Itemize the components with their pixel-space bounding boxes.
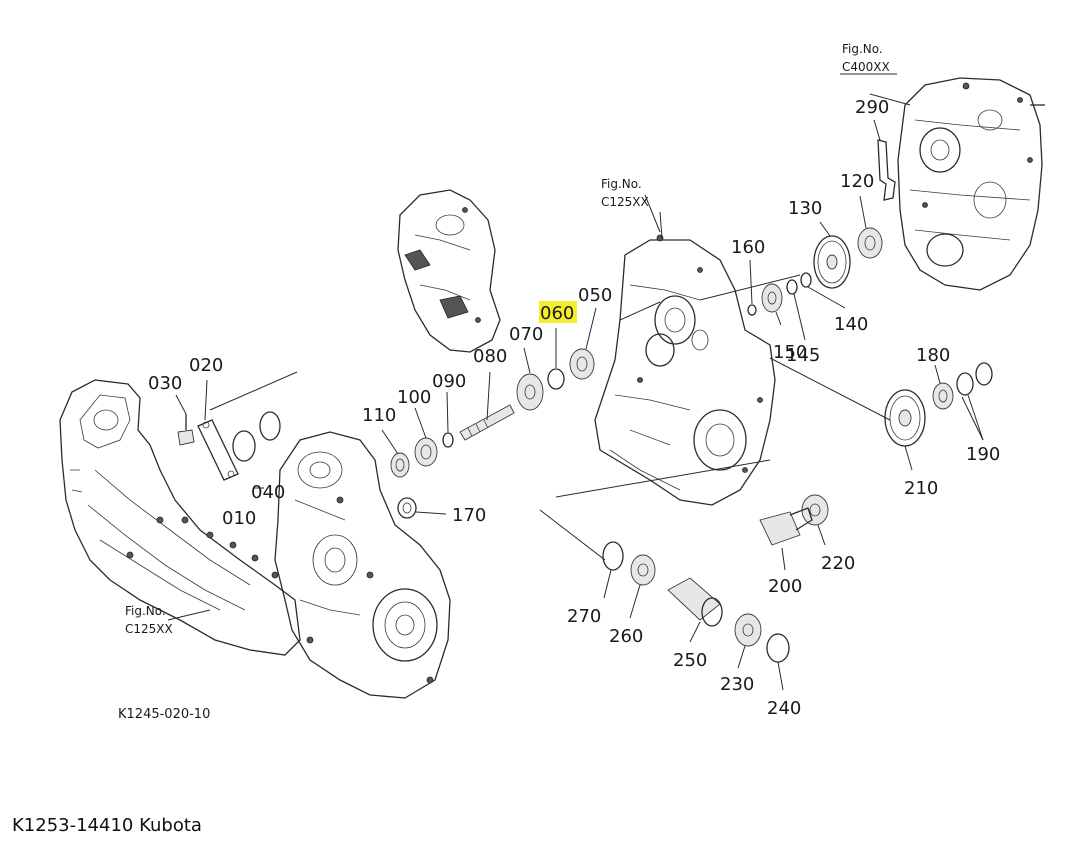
label-150: 150 (773, 342, 807, 363)
label-230: 230 (720, 674, 754, 695)
part-070-gear (516, 373, 544, 411)
label-260: 260 (609, 626, 643, 647)
upper-left-cover (397, 189, 501, 353)
part-220-bearing (801, 494, 829, 526)
part-020-bracket (197, 419, 239, 481)
part-240-ring (766, 633, 790, 663)
label-050: 050 (578, 285, 612, 306)
part-080-shaft (459, 404, 515, 441)
part-260-bearing (630, 554, 656, 586)
part-250-pinion-shaft (667, 577, 723, 627)
fig-ref-c125xx-center: Fig.No. C125XX (601, 177, 649, 209)
part-200-bevel-pinion (759, 507, 813, 546)
part-030-bolt (177, 414, 195, 446)
part-100-bearing (414, 437, 438, 467)
label-080: 080 (473, 346, 507, 367)
drawing-code: K1245-020-10 (118, 707, 210, 722)
label-145: 145 (786, 345, 820, 366)
part-170-bushing (397, 497, 417, 519)
label-200: 200 (768, 576, 802, 597)
part-caption: K1253-14410 Kubota (12, 815, 202, 836)
part-060-collar (547, 368, 565, 390)
label-120: 120 (840, 171, 874, 192)
label-070: 070 (509, 324, 543, 345)
part-190-ring-b (975, 362, 993, 386)
svg-text:Fig.No.: Fig.No. (125, 604, 166, 618)
part-060-highlight (539, 301, 577, 323)
label-220: 220 (821, 553, 855, 574)
svg-text:Fig.No.: Fig.No. (842, 42, 883, 56)
label-190: 190 (966, 444, 1000, 465)
part-140-circlip (800, 272, 812, 288)
svg-text:C125XX: C125XX (601, 195, 649, 209)
part-090-circlip (442, 432, 454, 448)
part-120-bearing (857, 227, 883, 259)
label-240: 240 (767, 698, 801, 719)
part-number-labels: 010 020 030 040 050 060 070 080 090 100 … (148, 97, 1000, 719)
part-110-bearing (390, 452, 410, 478)
label-140: 140 (834, 314, 868, 335)
part-130-gear (813, 235, 851, 289)
label-110: 110 (362, 405, 396, 426)
label-250: 250 (673, 650, 707, 671)
label-210: 210 (904, 478, 938, 499)
label-180: 180 (916, 345, 950, 366)
fig-ref-c125xx-left: Fig.No. C125XX (125, 604, 173, 636)
part-270-circlip (602, 541, 624, 571)
upper-right-transmission (897, 77, 1045, 291)
label-010: 010 (222, 508, 256, 529)
leader-lines (167, 93, 984, 691)
label-270: 270 (567, 606, 601, 627)
center-housing (594, 234, 776, 506)
part-150-gear (761, 283, 783, 313)
label-040: 040 (251, 482, 285, 503)
label-030: 030 (148, 373, 182, 394)
part-040-o-ring-a (232, 430, 256, 462)
part-050-bearing (569, 348, 595, 380)
svg-text:Fig.No.: Fig.No. (601, 177, 642, 191)
label-160: 160 (731, 237, 765, 258)
part-210-gear (884, 389, 926, 447)
label-090: 090 (432, 371, 466, 392)
part-190-ring-a (956, 372, 974, 396)
part-290-rod (877, 139, 896, 201)
fig-ref-c400xx: Fig.No. C400XX (840, 42, 897, 75)
label-130: 130 (788, 198, 822, 219)
svg-text:C400XX: C400XX (842, 60, 890, 74)
part-230-bearing (734, 613, 762, 647)
left-transmission-housing (59, 379, 451, 699)
label-060: 060 (540, 303, 574, 324)
label-020: 020 (189, 355, 223, 376)
part-040-o-ring-b (259, 411, 281, 441)
part-180-bearing (932, 382, 954, 410)
label-100: 100 (397, 387, 431, 408)
part-145-collar (786, 279, 798, 295)
part-160-washer (747, 304, 757, 316)
label-170: 170 (452, 505, 486, 526)
svg-text:C125XX: C125XX (125, 622, 173, 636)
label-290: 290 (855, 97, 889, 118)
